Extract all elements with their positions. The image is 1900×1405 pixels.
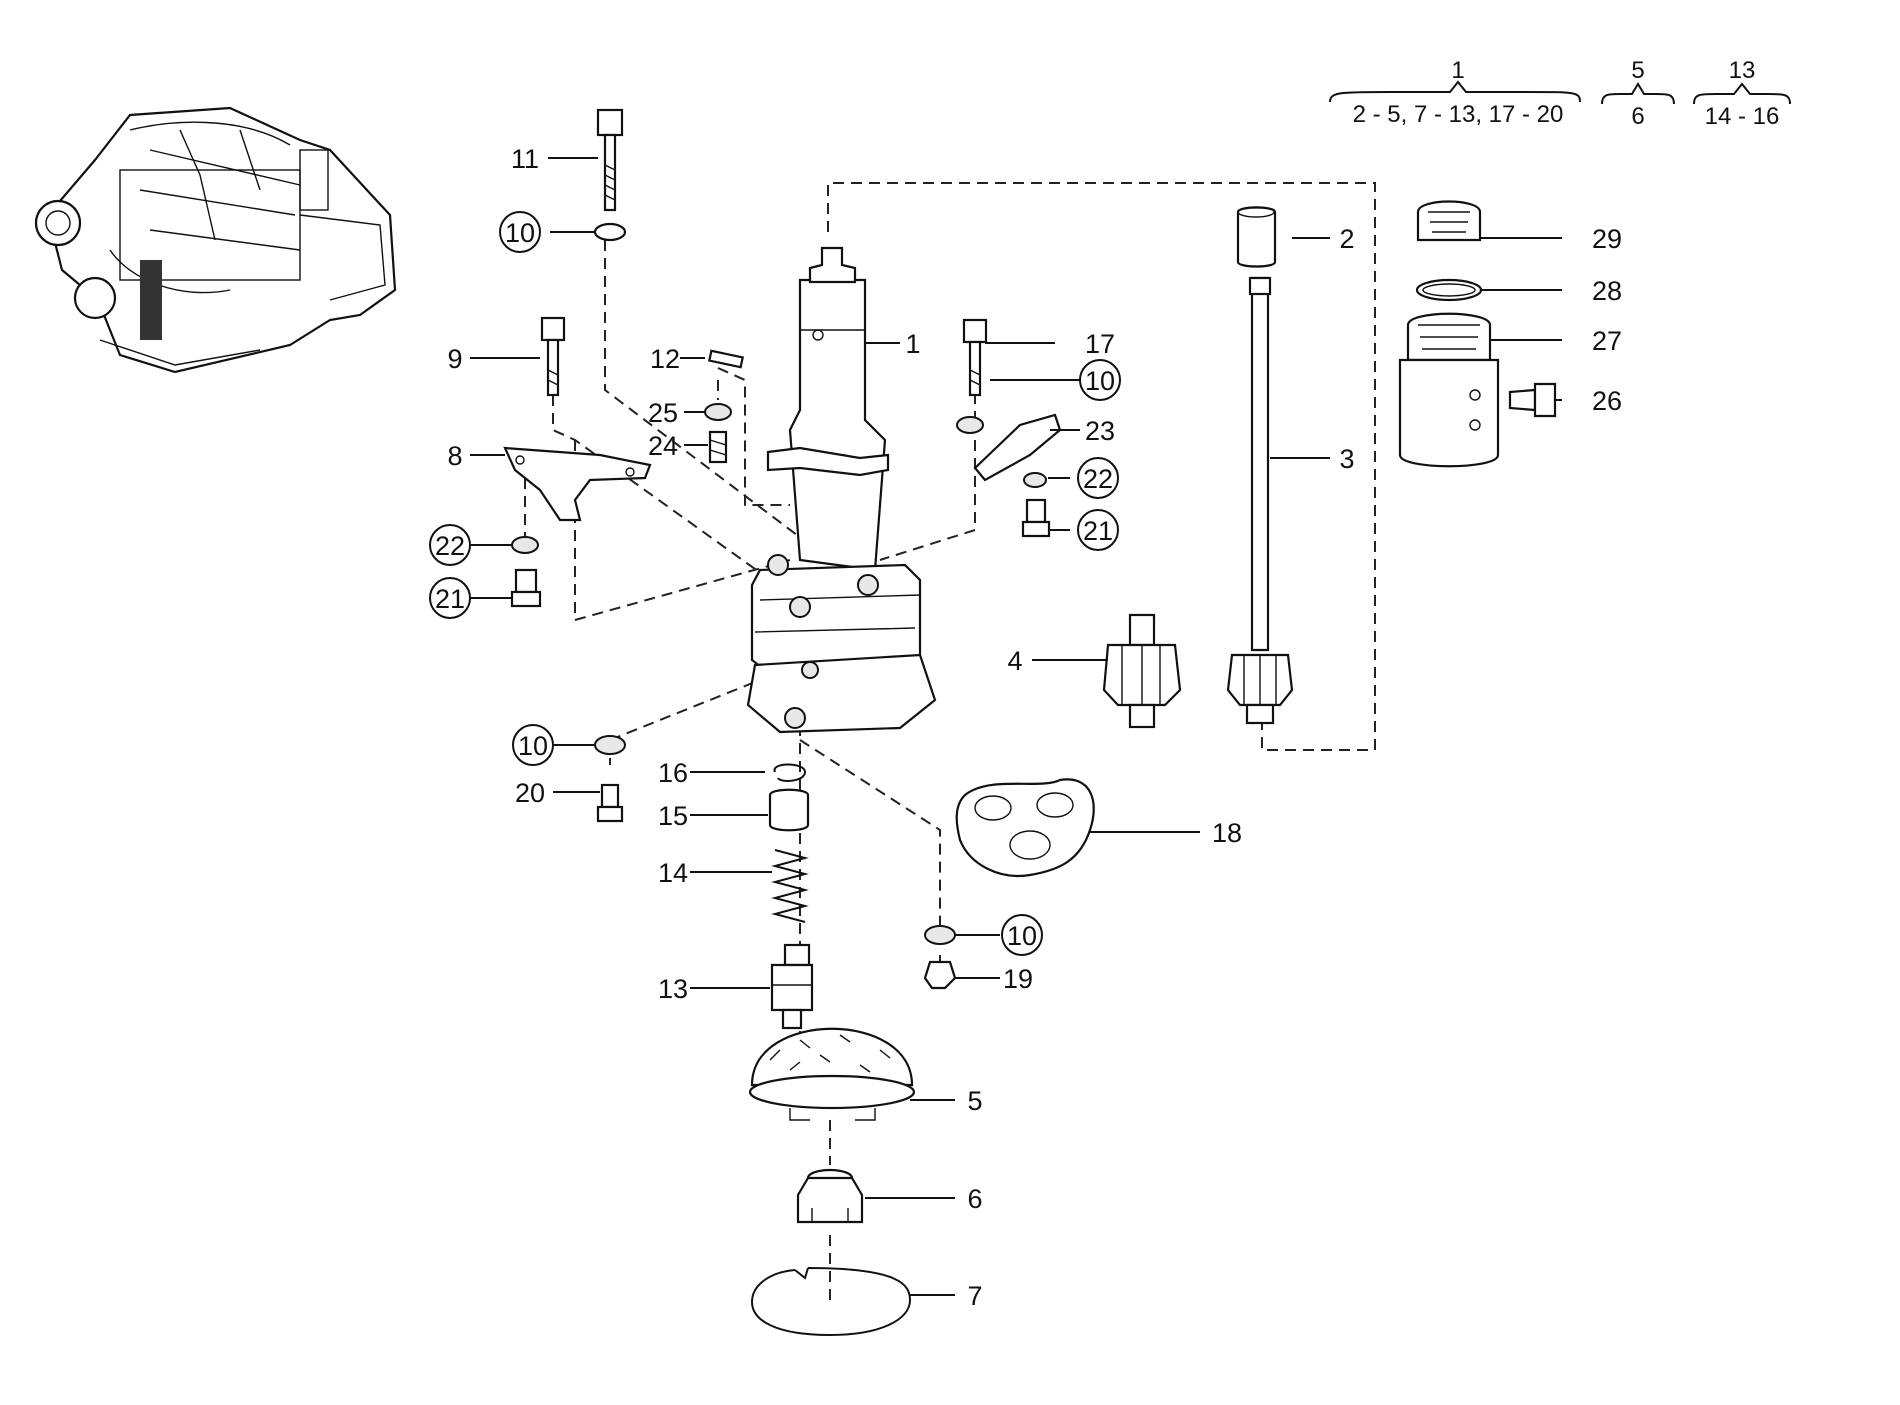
label-20: 20 (515, 778, 545, 808)
group-note-range: 6 (1631, 103, 1644, 130)
washer-10-lower-left (594, 735, 626, 755)
circled-label-10: 10 (512, 724, 554, 766)
label-29: 29 (1592, 224, 1622, 254)
part-number-labels: 11 9 12 1 25 24 8 2 3 17 23 29 28 27 26 … (447, 144, 1622, 1311)
label-14: 14 (658, 858, 688, 888)
group-note-1: 1 2 - 5, 7 - 13, 17 - 20 (1329, 57, 1581, 128)
svg-text:22: 22 (1083, 464, 1113, 494)
circlip-16 (773, 763, 807, 782)
group-note-head: 5 (1631, 57, 1644, 84)
label-5: 5 (967, 1086, 982, 1116)
circled-label-21: 21 (429, 577, 471, 619)
washer-10-top (593, 222, 627, 242)
pressure-relief-valve (1398, 200, 1557, 468)
svg-text:10: 10 (518, 731, 548, 761)
group-note-head: 13 (1729, 57, 1756, 84)
label-7: 7 (967, 1281, 982, 1311)
gasket-18 (955, 778, 1095, 878)
cap-6 (796, 1168, 864, 1224)
label-2: 2 (1339, 224, 1354, 254)
label-26: 26 (1592, 386, 1622, 416)
bolt-11 (596, 108, 624, 212)
label-17: 17 (1085, 329, 1115, 359)
circled-label-21: 21 (1077, 509, 1119, 551)
leader-lines (470, 157, 1562, 1296)
bolt-20 (596, 783, 624, 823)
label-18: 18 (1212, 818, 1242, 848)
circled-label-22: 22 (1077, 457, 1119, 499)
group-note-head: 1 (1451, 57, 1464, 84)
bolt-21-left (510, 568, 542, 608)
group-note-13: 13 14 - 16 (1693, 57, 1791, 130)
bolt-17 (962, 318, 988, 397)
label-11: 11 (511, 144, 539, 174)
spring-14 (771, 849, 809, 923)
bracket-23 (973, 413, 1062, 482)
nut-19 (923, 960, 957, 990)
label-16: 16 (658, 758, 688, 788)
bolt-21-right (1021, 498, 1051, 538)
retaining-ring-7 (750, 1267, 912, 1337)
circled-labels: 10 10 22 21 22 21 10 10 (429, 211, 1121, 956)
circled-label-22: 22 (429, 524, 471, 566)
oil-pump-housing (746, 246, 937, 734)
screw-24 (708, 430, 728, 464)
strainer-5 (748, 1027, 916, 1121)
circled-label-10: 10 (1079, 359, 1121, 401)
label-8: 8 (447, 441, 462, 471)
svg-text:21: 21 (435, 584, 465, 614)
washer-25 (704, 403, 732, 421)
pump-gear (1102, 613, 1182, 729)
washer-10-lower-right (924, 925, 956, 945)
label-19: 19 (1003, 964, 1033, 994)
drive-shaft-assembly (1226, 206, 1294, 725)
group-note-range: 2 - 5, 7 - 13, 17 - 20 (1353, 101, 1564, 128)
pin-12 (708, 349, 744, 369)
svg-text:22: 22 (435, 531, 465, 561)
sleeve-15 (768, 788, 810, 832)
label-24: 24 (648, 431, 678, 461)
bracket-hole (515, 455, 525, 465)
circled-label-10: 10 (1001, 914, 1043, 956)
label-13: 13 (658, 974, 688, 1004)
label-6: 6 (967, 1184, 982, 1214)
label-28: 28 (1592, 276, 1622, 306)
label-23: 23 (1085, 416, 1115, 446)
label-25: 25 (648, 398, 678, 428)
group-note-range: 14 - 16 (1705, 103, 1780, 130)
label-1: 1 (905, 329, 920, 359)
bolt-9 (540, 316, 566, 397)
svg-text:10: 10 (1085, 366, 1115, 396)
group-note-5: 5 6 (1601, 57, 1675, 130)
label-27: 27 (1592, 326, 1622, 356)
valve-13 (770, 943, 814, 1030)
washer-22-left (511, 536, 539, 554)
label-15: 15 (658, 801, 688, 831)
svg-text:10: 10 (505, 218, 535, 248)
label-9: 9 (447, 344, 462, 374)
engine-thumbnail (34, 105, 400, 380)
bracket-hole (625, 467, 635, 477)
washer-22-right (1023, 472, 1047, 488)
circled-label-10: 10 (499, 211, 541, 253)
label-3: 3 (1339, 444, 1354, 474)
washer-10-right (956, 416, 984, 434)
label-12: 12 (650, 344, 680, 374)
svg-text:10: 10 (1007, 921, 1037, 951)
bracket-8 (503, 446, 652, 522)
label-4: 4 (1007, 646, 1022, 676)
svg-text:21: 21 (1083, 516, 1113, 546)
